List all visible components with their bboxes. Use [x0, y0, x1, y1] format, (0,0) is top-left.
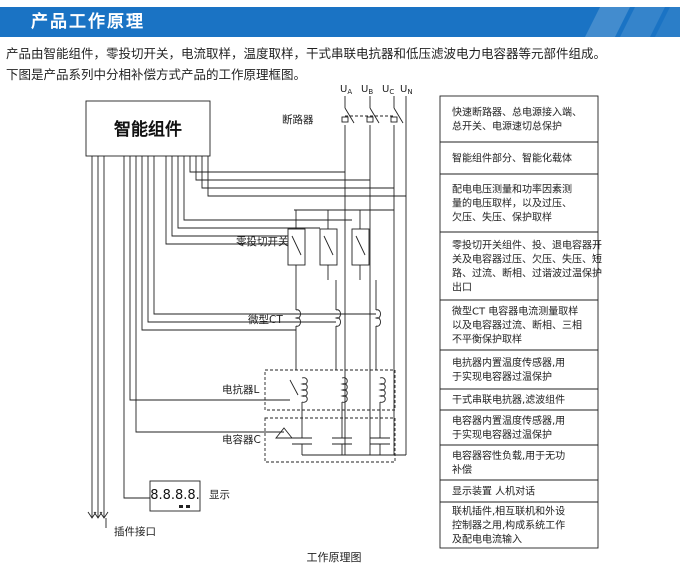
bus-label-ub-sub: B — [368, 88, 373, 96]
bus-label-uc-sub: C — [389, 88, 394, 96]
intro-line-2: 下图是产品系列中分相补偿方式产品的工作原理框图。 — [6, 67, 307, 82]
description-line: 出口 — [452, 281, 472, 294]
bus-label-ua-sub: A — [347, 88, 352, 96]
description-line: 不平衡保护取样 — [452, 333, 522, 346]
header-decoration — [585, 7, 680, 37]
section-header: 产品工作原理 — [0, 7, 680, 37]
reactor-label: 电抗器L — [222, 383, 259, 396]
description-line: 总开关、电源速切总保护 — [452, 120, 562, 133]
section-title: 产品工作原理 — [31, 12, 145, 32]
intro-line-1: 产品由智能组件，零投切开关，电流取样，温度取样，干式串联电抗器和低压滤波电力电容… — [6, 46, 607, 61]
description-line: 于实现电容器过温保护 — [452, 428, 552, 441]
description-line: 及配电电流输入 — [452, 533, 522, 546]
svg-text:UA: UA — [340, 84, 352, 96]
description-line: 以及电容器过流、断相、三相 — [452, 319, 582, 332]
diagram-caption: 工作原理图 — [307, 551, 362, 564]
description-line: 欠压、失压、保护取样 — [452, 211, 552, 224]
svg-text:UN: UN — [400, 84, 413, 96]
ct-label: 微型CT — [248, 313, 283, 326]
display-readout: 8.8.8.8. — [150, 488, 200, 503]
bus-label-un: U — [400, 84, 407, 95]
description-line: 电抗器内置温度传感器,用 — [452, 356, 565, 369]
svg-text:UC: UC — [382, 84, 394, 96]
smart-module-label: 智能组件 — [114, 119, 182, 140]
description-line: 路、过流、断相、过谐波过温保护 — [452, 267, 602, 280]
description-line: 补偿 — [452, 463, 472, 476]
bus-label-ua: U — [340, 84, 347, 95]
description-line: 控制器之用,构成系统工作 — [452, 519, 565, 532]
description-line: 电容器内置温度传感器,用 — [452, 414, 565, 427]
bus-label-un-sub: N — [407, 88, 412, 96]
bus-label-ub: U — [361, 84, 368, 95]
capacitor-label: 电容器C — [222, 433, 261, 446]
description-line: 联机插件,相互联机和外设 — [452, 505, 565, 518]
switch-label: 零投切开关 — [236, 235, 289, 248]
description-line: 微型CT 电容器电流测量取样 — [452, 305, 578, 318]
display-label: 显示 — [209, 489, 230, 501]
display-device-box — [149, 480, 201, 512]
description-line: 量的电压取样，以及过压、 — [452, 197, 572, 210]
description-line: 电容器容性负载,用于无功 — [452, 449, 565, 462]
bus-label-uc: U — [382, 84, 389, 95]
description-line: 显示装置 人机对话 — [452, 485, 535, 498]
description-line: 于实现电容器过温保护 — [452, 370, 552, 383]
description-line: 快速断路器、总电源接入端、 — [452, 106, 582, 119]
description-line: 智能组件部分、智能化载体 — [452, 152, 572, 165]
svg-text:UB: UB — [361, 84, 373, 96]
description-line: 配电电压测量和功率因素测 — [452, 183, 572, 196]
plugin-interface-label: 插件接口 — [114, 525, 156, 538]
description-table — [439, 95, 599, 549]
description-line: 关及电容器过压、欠压、失压、短 — [452, 253, 602, 266]
description-line: 零投切开关组件、投、退电容器开 — [452, 239, 602, 252]
description-rows: 快速断路器、总电源接入端、总开关、电源速切总保护智能组件部分、智能化载体配电电压… — [440, 106, 602, 546]
description-line: 干式串联电抗器,滤波组件 — [452, 393, 565, 406]
breaker-label: 断路器 — [282, 113, 314, 126]
